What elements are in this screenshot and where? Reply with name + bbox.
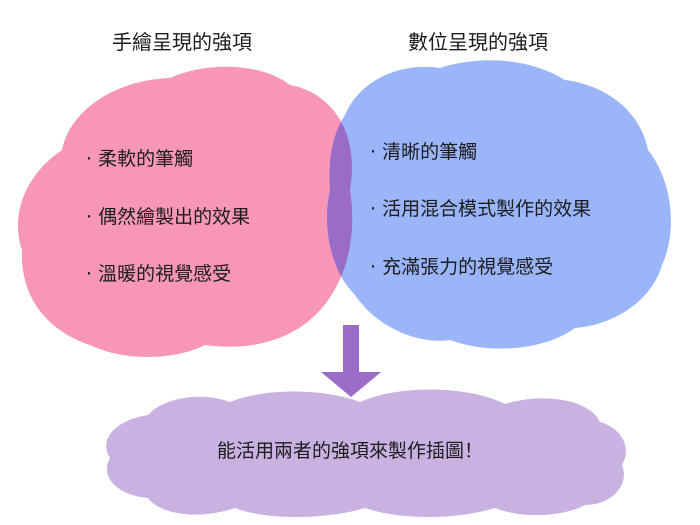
left-item-3: · 溫暖的視覺感受 <box>86 263 232 285</box>
left-cloud <box>17 66 353 358</box>
bottom-text: 能活用兩者的強項來製作插圖！ <box>216 440 483 462</box>
bullet: · <box>370 256 377 278</box>
right-item-2: · 活用混合模式製作的效果 <box>370 198 592 220</box>
down-arrow <box>321 325 381 397</box>
bottom-cloud <box>106 389 626 517</box>
right-item-1: · 清晰的筆觸 <box>370 141 478 163</box>
bullet: · <box>370 141 377 163</box>
bullet: · <box>370 198 377 220</box>
bullet: · <box>86 263 93 285</box>
left-heading: 手繪呈現的強項 <box>112 30 252 54</box>
bullet: · <box>86 148 93 170</box>
bullet: · <box>86 206 93 228</box>
left-item-2: · 偶然繪製出的效果 <box>86 206 251 228</box>
right-cloud <box>327 60 671 349</box>
right-heading: 數位呈現的強項 <box>408 30 548 54</box>
left-item-1: · 柔軟的筆觸 <box>86 148 194 170</box>
right-item-3: · 充滿張力的視覺感受 <box>370 256 554 278</box>
